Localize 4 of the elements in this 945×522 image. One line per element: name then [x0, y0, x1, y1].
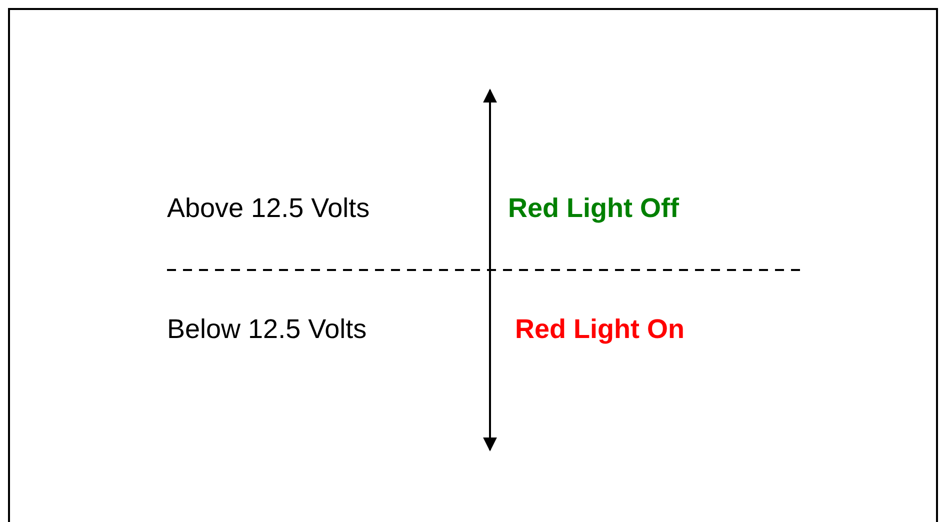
voltage-label: Below 12.5 Volts: [167, 314, 367, 344]
voltage-label: Above 12.5 Volts: [167, 193, 370, 223]
status-label: Red Light On: [515, 314, 684, 344]
status-label: Red Light Off: [508, 193, 679, 223]
